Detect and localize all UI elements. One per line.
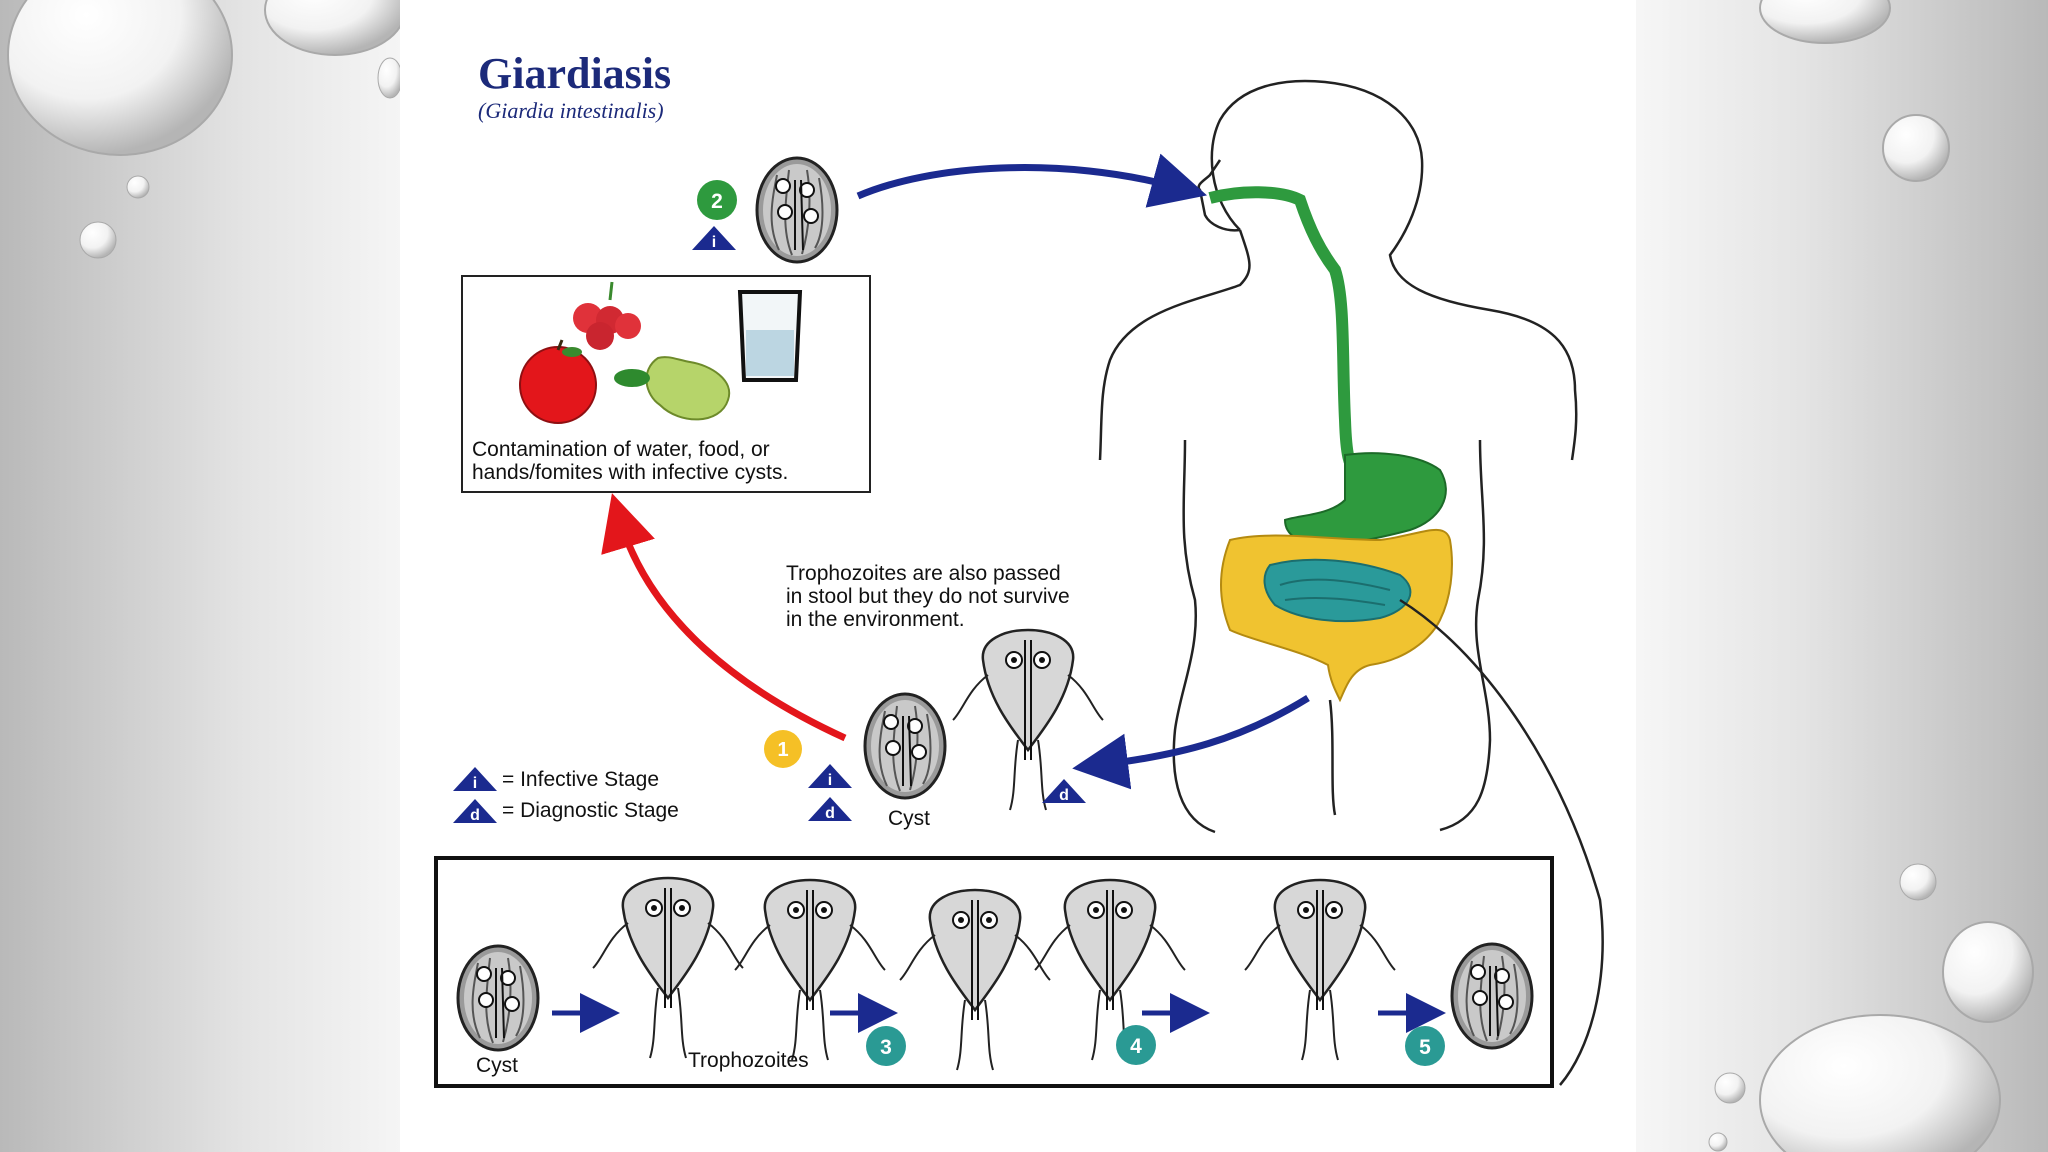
- trophozoites-label: Trophozoites: [688, 1049, 809, 1072]
- glass-of-water-image: [737, 290, 803, 382]
- contamination-arrow: [601, 493, 847, 742]
- svg-text:4: 4: [1130, 1035, 1142, 1058]
- bottom-cyst-label: Cyst: [476, 1054, 518, 1077]
- page-title: Giardiasis: [478, 49, 672, 98]
- infective-stage-marker: i: [808, 764, 852, 789]
- drop: [1708, 1132, 1728, 1152]
- diagnostic-stage-marker: d: [808, 797, 852, 822]
- cyst-label: Cyst: [888, 807, 930, 830]
- svg-text:i: i: [828, 772, 832, 789]
- drop: [79, 221, 117, 259]
- human-body: [1098, 79, 1578, 834]
- cyst-in-stool: [863, 692, 947, 800]
- drop: [1942, 921, 2034, 1023]
- drop: [1759, 1014, 2001, 1152]
- legend-infective-label: = Infective Stage: [502, 768, 660, 791]
- stage-5-badge: 5: [1405, 1026, 1445, 1066]
- stage-1-badge: 1: [764, 730, 802, 768]
- svg-text:1: 1: [777, 739, 788, 761]
- svg-text:d: d: [470, 807, 480, 824]
- svg-text:3: 3: [880, 1036, 892, 1059]
- infective-cyst: [755, 156, 839, 264]
- svg-text:i: i: [712, 234, 716, 251]
- legend-infective-triangle: i: [453, 767, 497, 792]
- pear-image: [614, 356, 731, 421]
- drop: [1759, 0, 1891, 44]
- trophozoite-in-stool: [951, 628, 1105, 812]
- svg-text:d: d: [825, 805, 835, 822]
- drop: [1899, 863, 1937, 901]
- svg-text:d: d: [1059, 787, 1069, 804]
- contamination-caption: Contamination of water, food, or hands/f…: [472, 438, 789, 484]
- small-intestine: [1263, 558, 1412, 623]
- apple-image: [519, 339, 597, 424]
- esophagus: [1208, 186, 1364, 481]
- bottom-cyst-left: [456, 944, 540, 1052]
- stage-2-badge: 2: [697, 180, 737, 220]
- diagnostic-stage-marker: d: [1042, 779, 1086, 804]
- drop: [1714, 1072, 1746, 1104]
- drop: [1882, 114, 1950, 182]
- svg-text:2: 2: [711, 190, 723, 213]
- infective-stage-marker: i: [692, 226, 736, 251]
- drop: [126, 175, 150, 199]
- page-subtitle: (Giardia intestinalis): [478, 98, 664, 123]
- ingestion-arrow: [856, 153, 1208, 208]
- stage-4-badge: 4: [1116, 1025, 1156, 1065]
- legend-diagnostic-label: = Diagnostic Stage: [502, 799, 679, 822]
- stomach: [1283, 452, 1447, 547]
- svg-text:i: i: [473, 775, 477, 792]
- drop: [7, 0, 233, 156]
- trophozoite-note: Trophozoites are also passed in stool bu…: [786, 562, 1070, 631]
- raspberries-image: [573, 281, 641, 350]
- svg-text:5: 5: [1419, 1036, 1431, 1059]
- bottom-cyst-right: [1450, 942, 1534, 1050]
- legend-diagnostic-triangle: d: [453, 799, 497, 824]
- stage-3-badge: 3: [866, 1026, 906, 1066]
- excretion-arrow: [1072, 695, 1310, 790]
